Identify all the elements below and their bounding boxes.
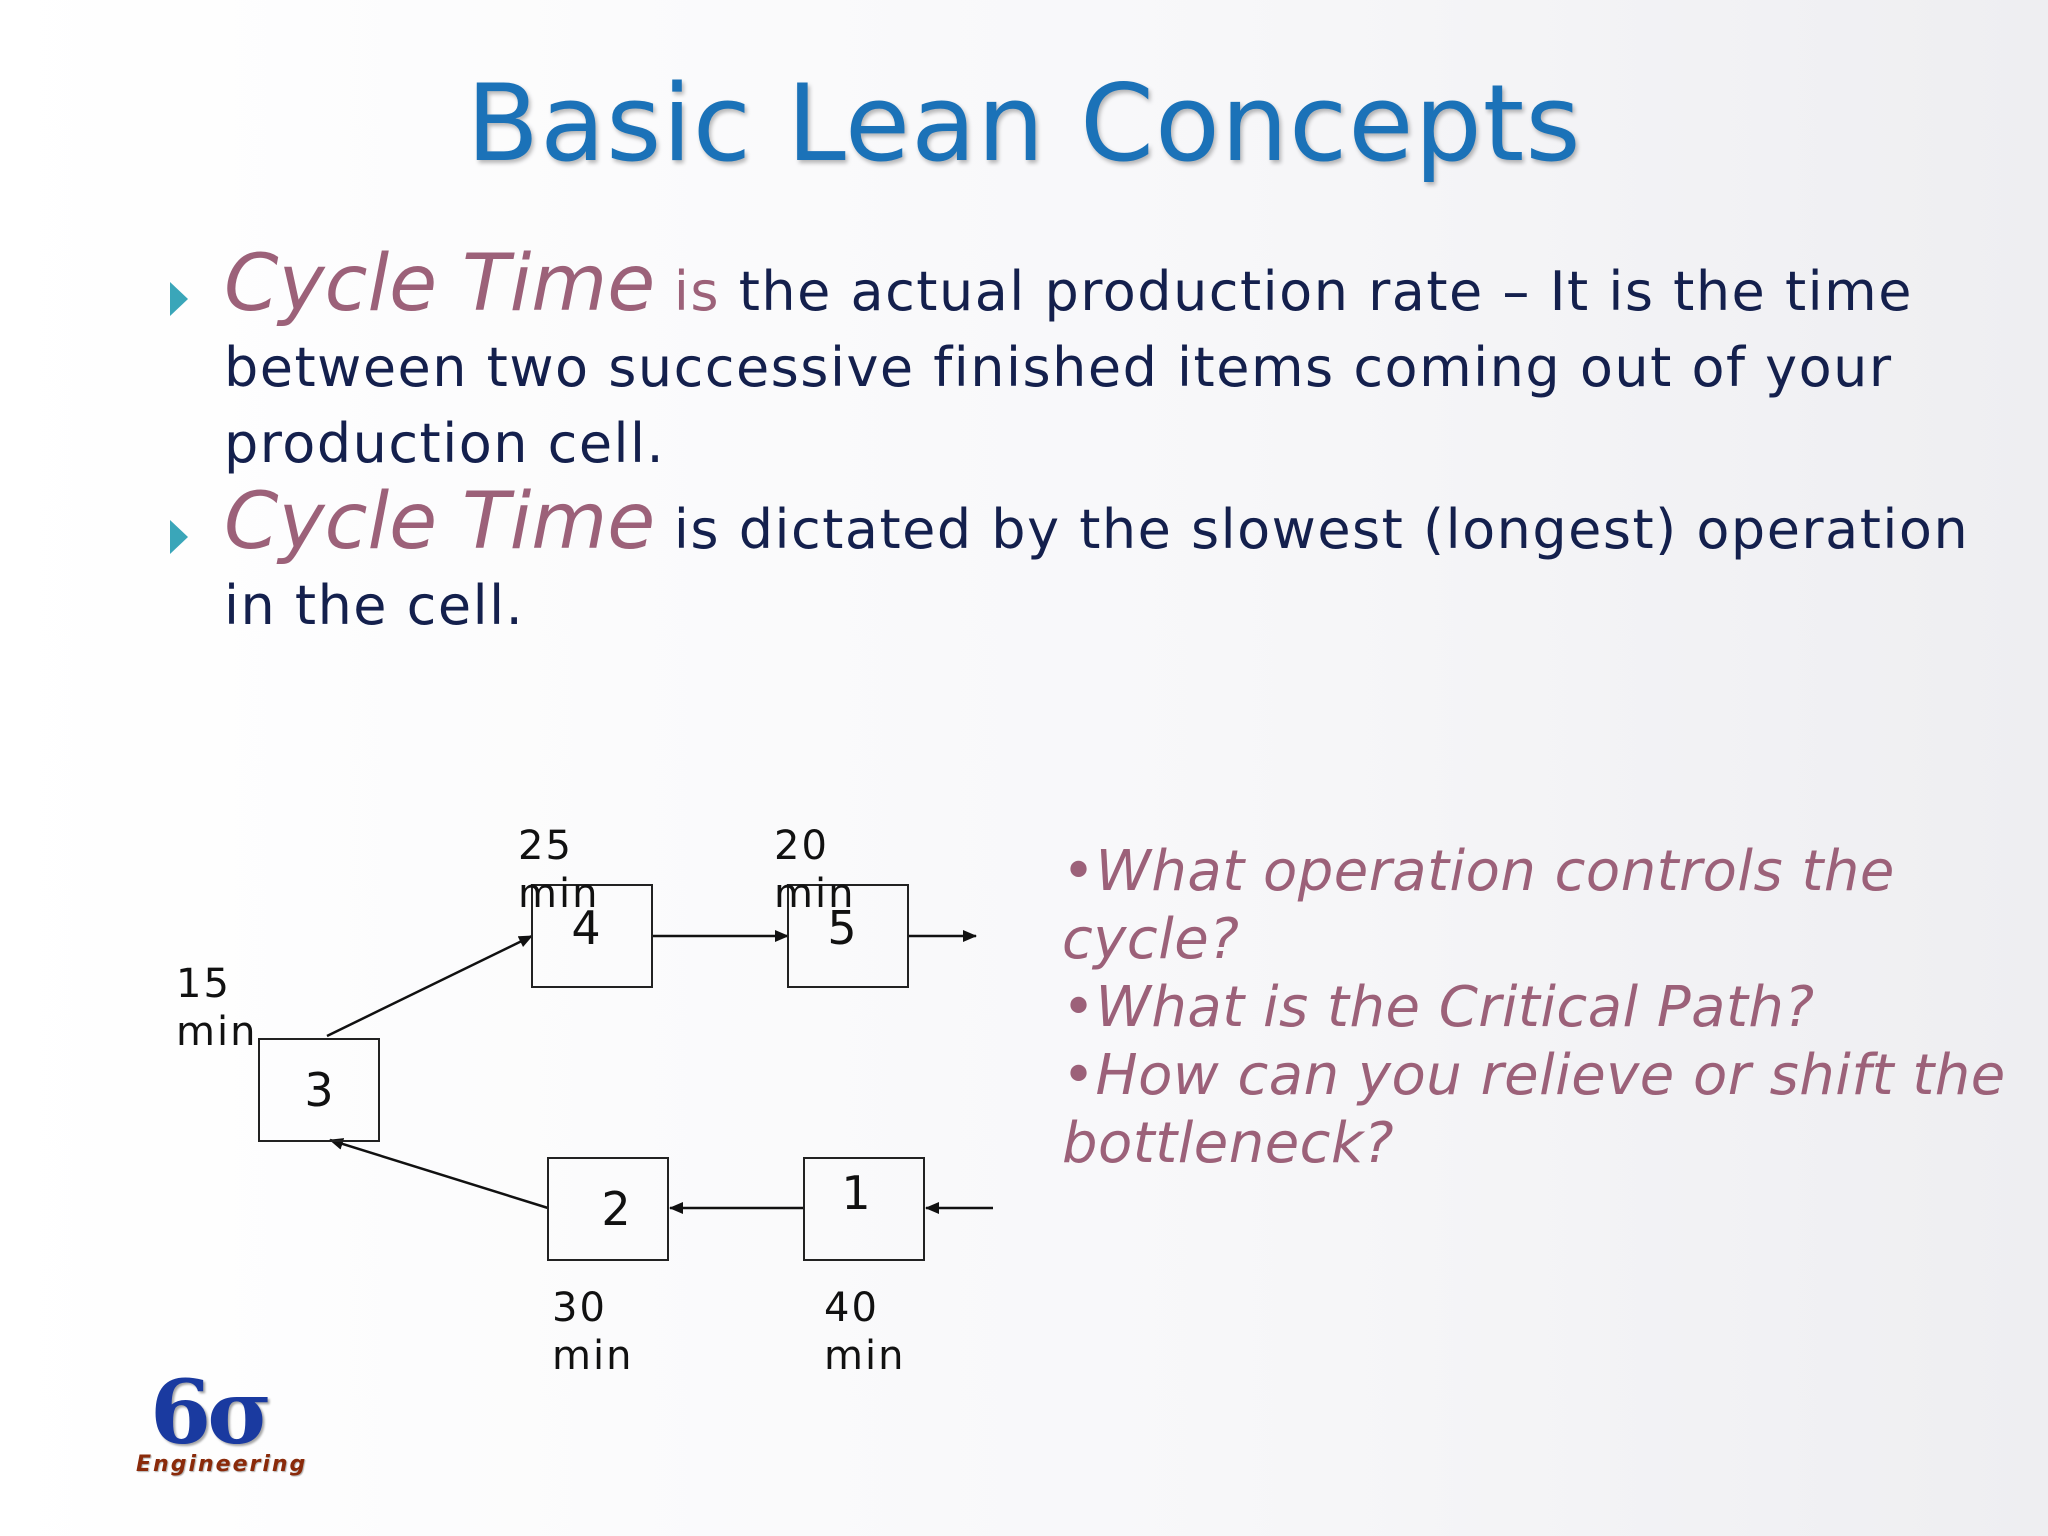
question-line: bottleneck? (1062, 1111, 1395, 1176)
operation-number: 2 (601, 1182, 631, 1236)
operation-number: 3 (304, 1063, 334, 1117)
operation-box-4: 4 (531, 884, 653, 988)
connector: is (673, 498, 721, 561)
arrow-op-2-to-op-3 (329, 1138, 549, 1210)
question-line: •What operation controls the (1062, 839, 1895, 904)
time-value: 15 (176, 961, 231, 1007)
time-unit: min (824, 1333, 906, 1379)
connector: is (673, 260, 721, 323)
logo-subtitle: Engineering (136, 1452, 308, 1477)
operation-number: 5 (827, 901, 857, 955)
bullet-text: production cell. (224, 412, 666, 475)
time-unit: min (552, 1333, 634, 1379)
bullet-1-line-1: Cycle Time is the actual production rate… (224, 245, 1924, 330)
term: Cycle Time (224, 477, 656, 567)
bullet-text: in the cell. (224, 574, 525, 637)
op-5-time: 20 min (774, 822, 855, 918)
bullet-2: Cycle Time is dictated by the slowest (l… (224, 483, 1968, 644)
bullet-text: the actual production rate – It is the t… (738, 260, 1913, 323)
time-unit: min (176, 1009, 258, 1055)
operation-box-3: 3 (258, 1038, 380, 1142)
op-1-time: 40 min (824, 1284, 905, 1380)
bullet-arrow-icon (170, 520, 188, 554)
question-line: •How can you relieve or shift the (1062, 1043, 2006, 1108)
slide-title: Basic Lean Concepts (466, 62, 1582, 185)
bullet-text: between two successive finished items co… (224, 336, 1893, 399)
time-unit: min (774, 871, 856, 917)
question-line: •What is the Critical Path? (1062, 975, 1815, 1040)
operation-box-1: 1 (803, 1157, 925, 1261)
arrow-op-3-to-op-4 (326, 934, 533, 1038)
time-unit: min (518, 871, 600, 917)
time-value: 25 (518, 823, 573, 869)
bullet-1: Cycle Time is the actual production rate… (224, 245, 1924, 482)
operation-box-2: 2 (547, 1157, 669, 1261)
operation-box-5: 5 (787, 884, 909, 988)
time-value: 40 (824, 1285, 879, 1331)
operation-number: 4 (571, 901, 601, 955)
operation-number: 1 (841, 1166, 871, 1220)
bullet-arrow-icon (170, 282, 188, 316)
bullet-text: dictated by the slowest (longest) operat… (738, 498, 1970, 561)
bullet-2-line-1: Cycle Time is dictated by the slowest (l… (224, 483, 1968, 568)
time-value: 30 (552, 1285, 607, 1331)
six-sigma-logo: 6σ (150, 1360, 272, 1464)
op-2-time: 30 min (552, 1284, 633, 1380)
op-3-time: 15 min (176, 960, 257, 1056)
discussion-questions: •What operation controls the cycle? •Wha… (1062, 838, 2022, 1178)
time-value: 20 (774, 823, 829, 869)
question-line: cycle? (1062, 907, 1240, 972)
term: Cycle Time (224, 239, 656, 329)
op-4-time: 25 min (518, 822, 599, 918)
